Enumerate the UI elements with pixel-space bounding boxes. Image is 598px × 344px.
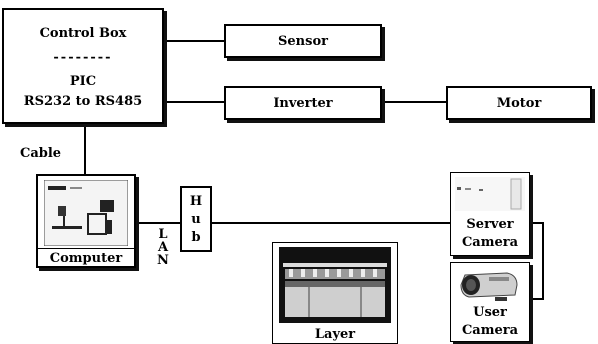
link-control-inverter [164,101,224,103]
camera-bracket-vertical [542,222,544,300]
computer-screenshot-image [44,180,128,246]
server-camera-line1: Server [451,217,529,232]
server-camera-line2: Camera [451,235,529,250]
sensor-box: Sensor [224,24,382,58]
hub-box: H u b [180,186,212,252]
hub-letter-u: u [182,212,210,227]
link-control-sensor [164,40,224,42]
user-camera-box: User Camera [450,262,530,342]
inverter-box: Inverter [224,86,382,120]
user-camera-line1: User [451,305,529,320]
lan-letter-n: N [156,254,170,267]
layer-label: Layer [273,327,397,342]
control-box-pic: PIC [4,74,162,89]
server-camera-box: Server Camera [450,172,530,256]
link-computer-hub [136,222,180,224]
user-camera-line2: Camera [451,323,529,338]
inverter-label: Inverter [226,96,380,111]
control-box-rs: RS232 to RS485 [4,94,162,109]
layer-box: Layer [272,242,398,344]
control-box: Control Box -------- PIC RS232 to RS485 [2,8,164,124]
user-camera-image [455,267,525,301]
sensor-label: Sensor [226,34,380,49]
link-hub-server-camera [212,222,450,224]
cable-line [84,124,86,174]
computer-box: Computer [36,174,136,268]
motor-box: Motor [446,86,592,120]
camera-bracket-bottom [530,298,544,300]
cable-label: Cable [20,146,61,161]
server-camera-image [455,177,525,211]
link-inverter-motor [382,101,446,103]
computer-label: Computer [38,248,134,266]
layer-image [279,247,391,323]
control-box-title: Control Box [4,26,162,41]
hub-letter-h: H [182,194,210,209]
hub-letter-b: b [182,230,210,245]
motor-label: Motor [448,96,590,111]
control-box-divider: -------- [4,50,162,65]
lan-label: L A N [156,228,170,267]
